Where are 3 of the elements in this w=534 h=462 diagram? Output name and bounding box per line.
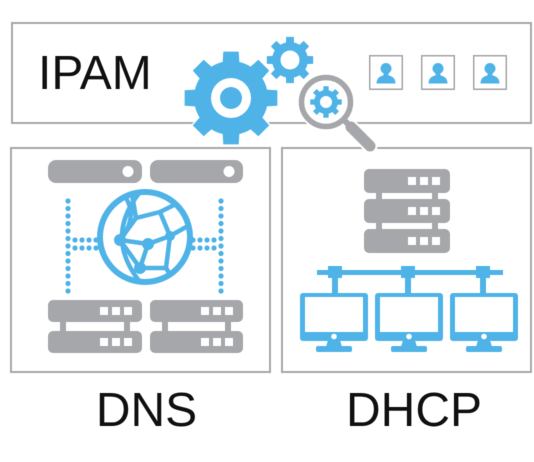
panel-title: IPAM xyxy=(38,50,152,98)
panel-title: DNS xyxy=(96,387,198,435)
panel-title: DHCP xyxy=(346,387,482,435)
